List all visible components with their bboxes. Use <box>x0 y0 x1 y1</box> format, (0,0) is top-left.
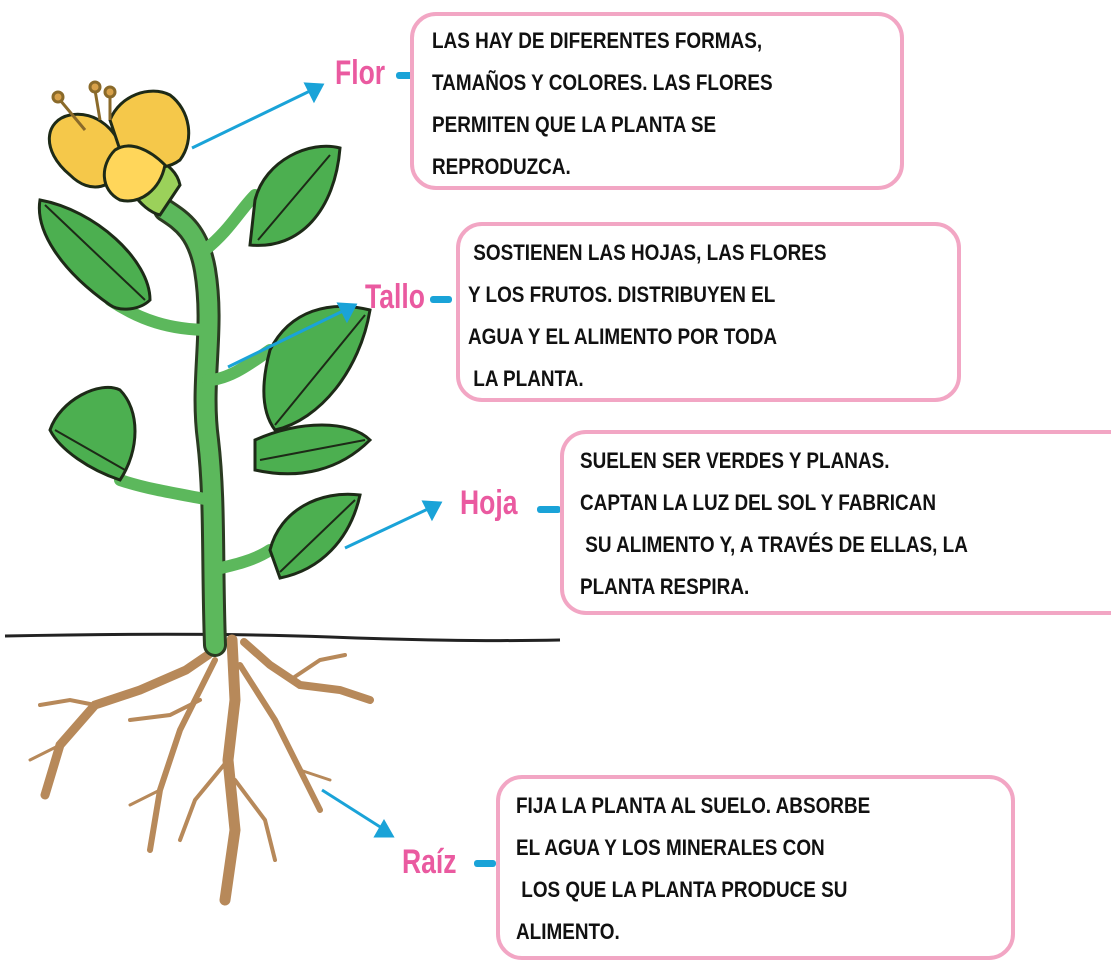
label-tallo: Tallo <box>365 278 425 316</box>
description-box-flor: LAS HAY DE DIFERENTES FORMAS, TAMAÑOS Y … <box>410 12 904 190</box>
arrow-raiz <box>321 788 386 832</box>
line-flor-1: LAS HAY DE DIFERENTES FORMAS, <box>432 28 763 53</box>
line-hoja-1: SUELEN SER VERDES Y PLANAS. <box>580 448 890 473</box>
connector-tallo <box>430 296 452 303</box>
connector-hoja <box>537 506 561 513</box>
connector-flor <box>396 72 414 79</box>
line-raiz-2: EL AGUA Y LOS MINERALES CON <box>516 835 825 860</box>
line-hoja-4: PLANTA RESPIRA. <box>580 574 750 599</box>
line-flor-3: PERMITEN QUE LA PLANTA SE <box>432 112 717 137</box>
label-hoja: Hoja <box>460 484 518 522</box>
flower <box>47 80 191 217</box>
line-tallo-1: SOSTIENEN LAS HOJAS, LAS FLORES <box>468 240 827 265</box>
line-raiz-1: FIJA LA PLANTA AL SUELO. ABSORBE <box>516 793 871 818</box>
description-box-tallo: SOSTIENEN LAS HOJAS, LAS FLORES Y LOS FR… <box>456 222 961 402</box>
arrow-flor <box>191 88 313 150</box>
line-tallo-2: Y LOS FRUTOS. DISTRIBUYEN EL <box>468 282 776 307</box>
ground-line <box>4 632 561 643</box>
line-tallo-3: AGUA Y EL ALIMENTO POR TODA <box>468 324 778 349</box>
line-raiz-4: ALIMENTO. <box>516 919 620 944</box>
line-hoja-2: CAPTAN LA LUZ DEL SOL Y FABRICAN <box>580 490 936 515</box>
label-raiz: Raíz <box>402 843 457 881</box>
description-box-raiz: FIJA LA PLANTA AL SUELO. ABSORBE EL AGUA… <box>496 775 1015 960</box>
roots <box>28 634 374 906</box>
arrow-tallo <box>227 308 346 369</box>
connector-raiz <box>474 860 496 867</box>
description-box-hoja: SUELEN SER VERDES Y PLANAS. CAPTAN LA LU… <box>560 430 1111 615</box>
line-flor-4: REPRODUZCA. <box>432 154 571 179</box>
arrows <box>191 82 443 838</box>
line-flor-2: TAMAÑOS Y COLORES. LAS FLORES <box>432 70 773 95</box>
line-hoja-3: SU ALIMENTO Y, A TRAVÉS DE ELLAS, LA <box>580 532 968 557</box>
line-tallo-4: LA PLANTA. <box>468 366 584 391</box>
label-flor: Flor <box>335 54 386 92</box>
line-raiz-3: LOS QUE LA PLANTA PRODUCE SU <box>516 877 848 902</box>
arrow-hoja <box>344 506 431 550</box>
